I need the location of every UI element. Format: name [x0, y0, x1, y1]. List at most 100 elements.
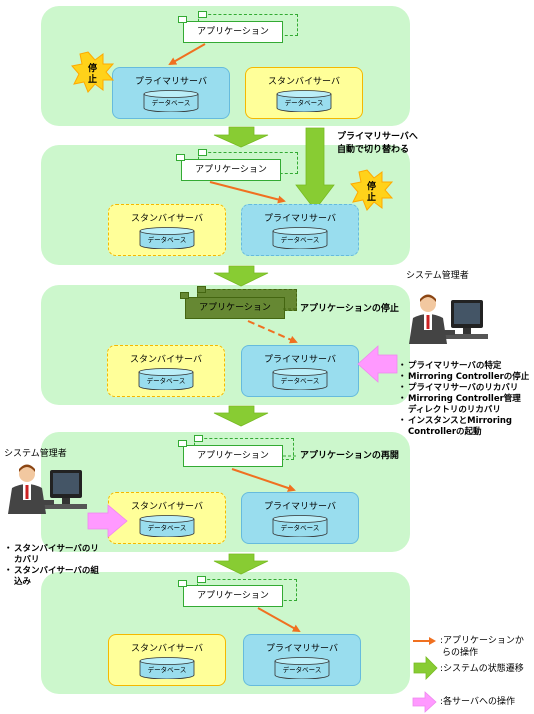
legend-server-arrow	[412, 691, 437, 713]
stop-burst-1	[71, 51, 115, 93]
application-box-2: アプリケーション	[181, 159, 281, 181]
bullet: ・	[398, 394, 407, 404]
step-text: プライマリサーバの特定	[408, 361, 502, 371]
legend-app-op-2: らの操作	[442, 648, 479, 658]
stop-label-2a: 停	[367, 182, 377, 192]
standby-server-5: スタンバイサーバ データベース	[108, 634, 226, 686]
step-item-cont: 込み	[4, 577, 99, 588]
app-restart-label: アプリケーションの再開	[300, 451, 399, 461]
database-icon: データベース	[274, 657, 330, 679]
switchover-arrow	[295, 127, 335, 211]
application-box-5: アプリケーション	[183, 585, 283, 607]
step-item: ・Mirroring Controllerの停止	[398, 372, 529, 383]
primary-server-1: プライマリサーバ データベース	[112, 67, 230, 119]
stop-label-1b: 止	[88, 75, 98, 85]
database-icon: データベース	[276, 90, 332, 112]
app-arrow-1	[168, 43, 206, 65]
state-arrow-1	[213, 126, 269, 148]
primary-server-3: プライマリサーバ データベース	[241, 345, 359, 397]
step-item: ・Mirroring Controller管理	[398, 394, 529, 405]
step-item: ・スタンバイサーバのリ	[4, 544, 99, 555]
application-label: アプリケーション	[195, 165, 267, 175]
step-item: ・プライマリサーバのリカバリ	[398, 383, 529, 394]
server-label: プライマリサーバ	[264, 355, 336, 365]
server-label: プライマリサーバ	[264, 214, 336, 224]
legend-state-transition: :システムの状態遷移	[440, 664, 524, 674]
admin-figure-2	[8, 464, 87, 514]
app-tab-3	[197, 286, 206, 293]
database-icon: データベース	[272, 227, 328, 249]
bullet: ・	[398, 383, 407, 393]
bullet: ・	[4, 544, 13, 554]
app-tab-4	[194, 435, 203, 442]
primary-server-2: プライマリサーバ データベース	[241, 204, 359, 256]
app-tab-4b	[178, 440, 187, 447]
bullet: ・	[398, 372, 407, 382]
auto-switch-note-2: 自動で切り替わる	[337, 145, 410, 155]
app-arrow-5	[257, 607, 301, 632]
auto-switch-note-1: プライマリサーバへ	[337, 132, 418, 142]
application-label: アプリケーション	[197, 451, 269, 461]
legend-server-op: :各サーバへの操作	[440, 697, 515, 707]
server-label: プライマリサーバ	[135, 77, 207, 87]
state-arrow-4	[213, 553, 269, 575]
server-op-arrow-standby	[87, 504, 128, 538]
step-item: ・スタンバイサーバの組	[4, 566, 99, 577]
primary-server-4: プライマリサーバ データベース	[241, 492, 359, 544]
application-label: アプリケーション	[197, 27, 269, 37]
svg-text:データベース: データベース	[281, 376, 320, 385]
step-item-cont: Controllerの起動	[398, 427, 529, 438]
legend-state-arrow	[413, 656, 438, 680]
server-label: スタンバイサーバ	[131, 214, 203, 224]
app-arrow-2	[209, 181, 286, 204]
server-label: プライマリサーバ	[264, 502, 336, 512]
svg-text:データベース: データベース	[281, 235, 320, 244]
admin-label-1: システム管理者	[406, 271, 469, 281]
server-label: スタンバイサーバ	[131, 502, 203, 512]
server-label: スタンバイサーバ	[130, 355, 202, 365]
app-stop-label: アプリケーションの停止	[300, 304, 399, 314]
step-text: スタンバイサーバのリ	[14, 544, 99, 554]
step-item-cont: カバリ	[4, 555, 99, 566]
app-tab-5	[197, 576, 206, 583]
application-box-1: アプリケーション	[183, 21, 283, 43]
database-icon: データベース	[139, 657, 195, 679]
server-label: プライマリサーバ	[266, 644, 338, 654]
application-box-stopped: アプリケーション	[185, 297, 285, 319]
database-icon: データベース	[139, 227, 195, 249]
stop-burst-2	[350, 169, 394, 211]
database-icon: データベース	[143, 90, 199, 112]
database-icon: データベース	[272, 515, 328, 537]
bullet: ・	[4, 566, 13, 576]
svg-text:データベース: データベース	[283, 665, 322, 674]
step-text: プライマリサーバのリカバリ	[408, 383, 519, 393]
application-label: アプリケーション	[199, 303, 271, 313]
database-icon: データベース	[272, 368, 328, 390]
svg-text:データベース: データベース	[285, 98, 324, 107]
step-text: Mirroring Controller管理	[408, 394, 521, 404]
step-text: ディレクトリのリカバリ	[408, 405, 501, 415]
recovery-steps-primary: ・プライマリサーバの特定 ・Mirroring Controllerの停止 ・プ…	[398, 361, 529, 438]
app-tab-5b	[178, 580, 187, 587]
application-box-4: アプリケーション	[183, 445, 283, 467]
application-label: アプリケーション	[197, 591, 269, 601]
app-tab-1	[198, 11, 207, 18]
app-arrow-4	[231, 468, 296, 492]
recovery-steps-standby: ・スタンバイサーバのリ カバリ ・スタンバイサーバの組 込み	[4, 544, 99, 588]
step-text: Mirroring Controllerの停止	[408, 372, 530, 382]
stop-label-1a: 停	[88, 64, 98, 74]
database-icon: データベース	[139, 515, 195, 537]
primary-server-5: プライマリサーバ データベース	[243, 634, 361, 686]
stop-label-2b: 止	[367, 193, 377, 203]
standby-server-2: スタンバイサーバ データベース	[108, 204, 226, 256]
app-tab-1b	[178, 16, 187, 23]
svg-text:データベース: データベース	[148, 665, 187, 674]
step-text: インスタンスとMirroring	[408, 416, 512, 426]
svg-text:データベース: データベース	[148, 235, 187, 244]
step-text: Controllerの起動	[408, 427, 482, 437]
admin-figure-1	[409, 294, 488, 344]
app-tab-2	[198, 149, 207, 156]
step-item-cont: ディレクトリのリカバリ	[398, 405, 529, 416]
